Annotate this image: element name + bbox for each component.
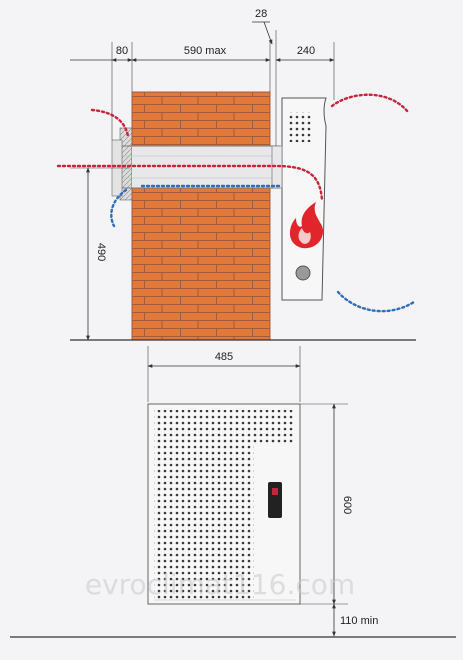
watermark: evroclimat116.com [85, 568, 355, 601]
hot-air-through-duct [56, 164, 324, 202]
dim-wall: 590 max [131, 42, 271, 92]
dim-label-floor-clearance: 110 min [340, 615, 378, 627]
dim-label-wall: 590 max [184, 45, 227, 57]
air-flow [56, 93, 416, 313]
control-switch [268, 482, 282, 518]
dim-floor-clearance: 110 min [332, 603, 378, 637]
cold-air-outlet-right [336, 290, 416, 313]
brick-wall [131, 91, 271, 341]
dim-height: 490 [70, 167, 130, 341]
perforated-grille-top [154, 410, 294, 444]
dim-gap: 28 [252, 8, 277, 146]
dim-unit-height: 600 [300, 403, 353, 605]
heater-side-view [271, 97, 327, 301]
dim-label-insulation: 80 [116, 45, 128, 57]
dim-unit-depth: 240 [275, 42, 335, 100]
dim-unit-width: 485 [147, 346, 301, 402]
flame-icon [289, 202, 324, 249]
control-knob [295, 265, 311, 281]
heater-front-view [147, 403, 301, 605]
control-panel [256, 446, 296, 600]
dim-label-unit-depth: 240 [297, 45, 315, 57]
hot-air-outlet-right [330, 93, 410, 114]
dim-label-unit-width: 485 [215, 351, 233, 363]
dim-insulation: 80 [70, 42, 133, 140]
dim-label-gap: 28 [255, 8, 267, 20]
cold-air-inlet-left [110, 188, 128, 228]
hot-air-inlet-left [90, 108, 130, 138]
heater-grille [289, 112, 313, 142]
heater-casing [281, 97, 327, 301]
perforated-grille-left [154, 444, 254, 600]
dim-label-height: 490 [95, 243, 107, 261]
dim-label-unit-height: 600 [341, 496, 353, 514]
wall-section [111, 91, 280, 341]
